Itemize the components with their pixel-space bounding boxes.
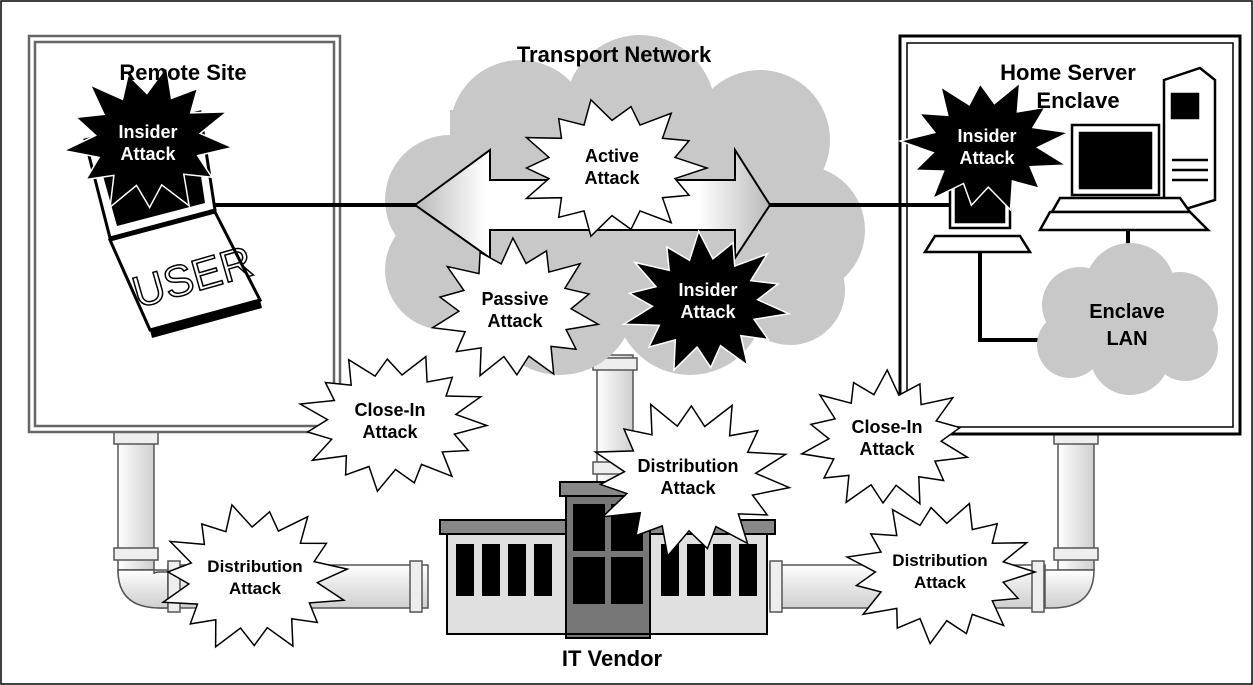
home-server-title-line1: Home Server [1000,60,1136,85]
distribution-right-line1: Distribution [892,551,987,570]
insider-remote-line1: Insider [118,122,177,142]
passive-attack-burst [430,236,601,378]
active-attack-line2: Attack [584,168,640,188]
workstation-large [1037,123,1212,232]
it-vendor-building [439,481,776,639]
home-server-title-line2: Enclave [1036,88,1119,113]
close-in-attack-right-burst [799,368,970,506]
distribution-attack-right-burst [844,501,1038,646]
active-attack-burst [524,98,710,238]
close-in-left-line2: Attack [362,422,418,442]
active-attack-line1: Active [585,146,639,166]
distribution-right-line2: Attack [914,573,967,592]
insider-transport-line2: Attack [680,302,736,322]
distribution-center-line1: Distribution [638,456,739,476]
distribution-attack-center-burst [593,402,792,558]
passive-attack-line1: Passive [481,289,548,309]
distribution-left-line1: Distribution [207,557,302,576]
close-in-attack-left-burst [297,355,490,493]
insider-home-line2: Attack [959,148,1015,168]
enclave-lan-label-line2: LAN [1106,328,1147,350]
insider-remote-line2: Attack [120,144,176,164]
server-tower [1162,66,1217,214]
insider-attack-remote-burst [61,64,235,210]
insider-attack-transport-burst [621,229,792,372]
close-in-right-line2: Attack [859,439,915,459]
enclave-lan-label-line1: Enclave [1089,301,1165,323]
distribution-left-line2: Attack [229,579,282,598]
enclave-lan-cloud [1037,243,1218,395]
transport-network-title: Transport Network [517,42,712,67]
distribution-attack-left-burst [160,503,350,649]
it-vendor-title: IT Vendor [562,646,663,671]
passive-attack-line2: Attack [487,311,543,331]
insider-attack-home-burst [897,81,1072,212]
insider-transport-line1: Insider [678,280,737,300]
close-in-left-line1: Close-In [354,400,425,420]
close-in-right-line1: Close-In [851,417,922,437]
distribution-center-line2: Attack [660,478,716,498]
remote-site-title: Remote Site [119,60,246,85]
insider-home-line1: Insider [957,126,1016,146]
